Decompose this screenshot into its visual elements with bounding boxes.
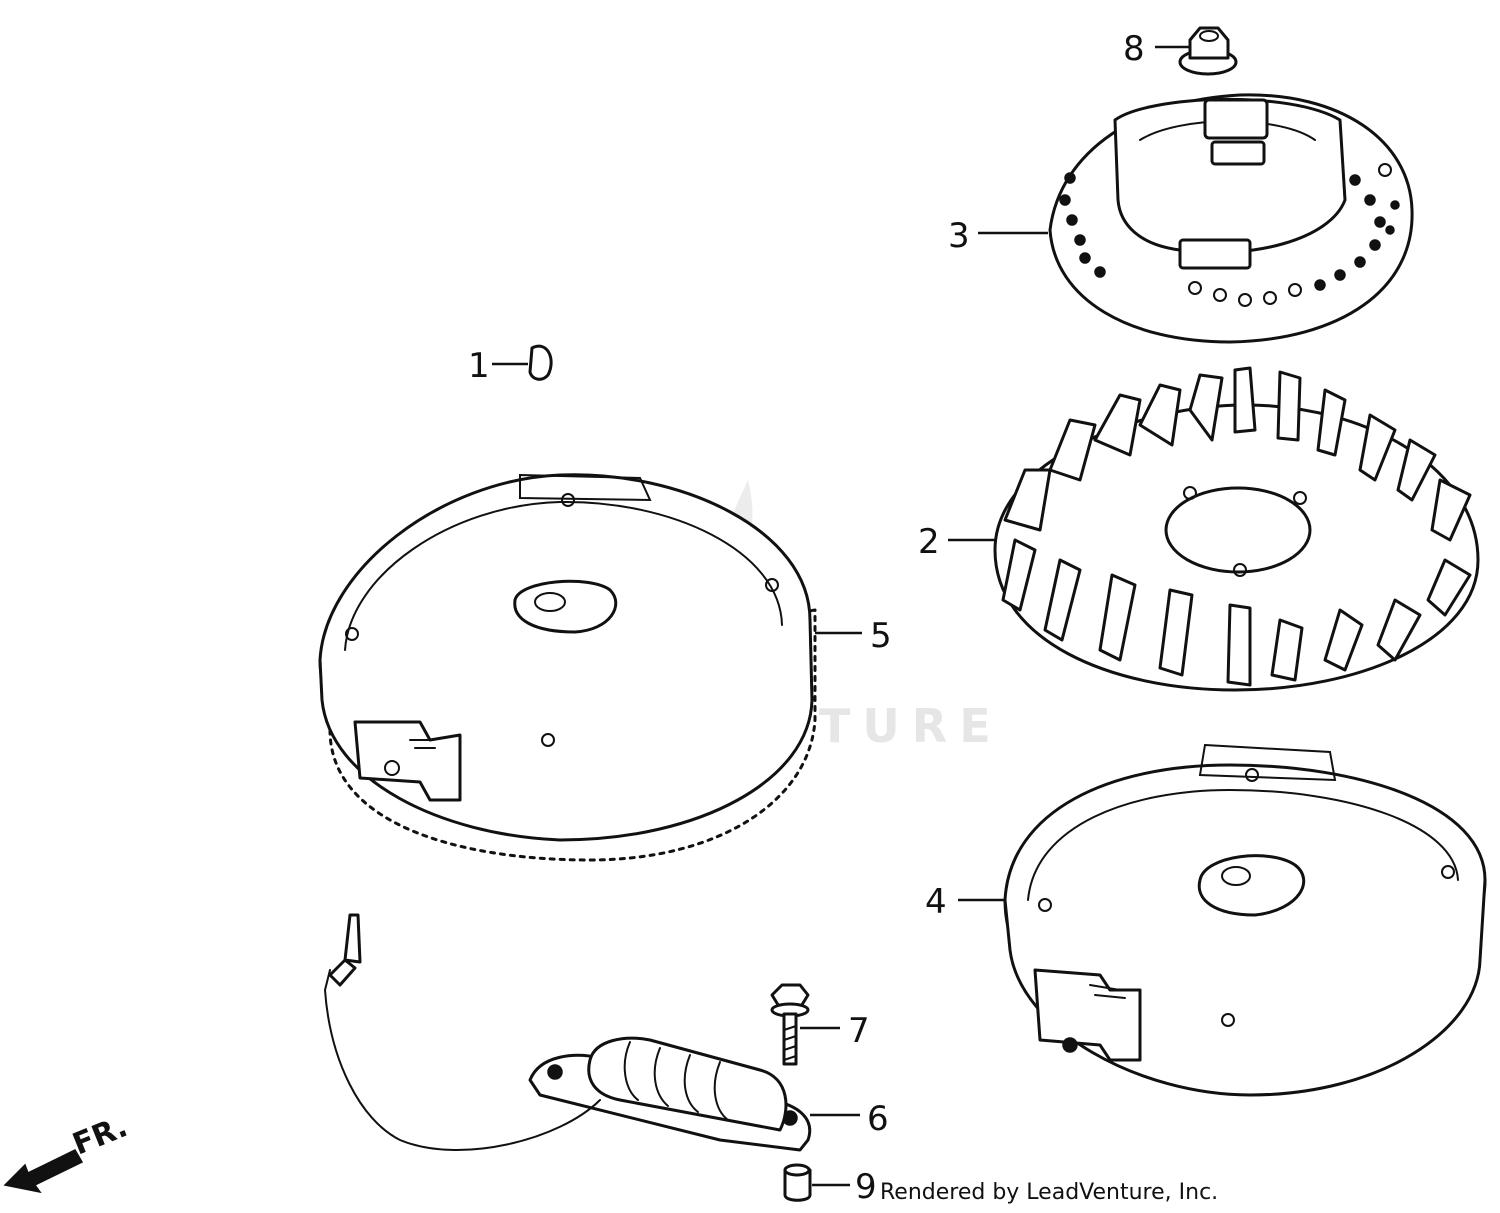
flange-bolt[interactable] (770, 983, 810, 1066)
callouts: 8 3 1 2 5 4 7 6 9 (468, 29, 1190, 1207)
woodruff-key[interactable] (528, 344, 553, 381)
flywheel[interactable] (1003, 743, 1487, 1097)
callout-3: 3 (948, 216, 970, 256)
arrow-icon (17, 1157, 61, 1179)
callout-8: 8 (1123, 29, 1145, 69)
callout-9: 9 (855, 1167, 877, 1207)
flange-nut[interactable] (1178, 26, 1238, 76)
cooling-fan[interactable] (993, 366, 1480, 692)
starter-pulley-cup[interactable] (1048, 93, 1414, 344)
callout-7: 7 (848, 1011, 870, 1051)
charge-coil[interactable] (323, 913, 812, 1152)
callout-4: 4 (925, 882, 947, 922)
sleeve-collar[interactable] (783, 1163, 812, 1202)
render-credit: Rendered by LeadVenture, Inc. (880, 1180, 1219, 1205)
callout-2: 2 (918, 522, 940, 562)
front-direction-indicator: FR. (3, 1109, 133, 1194)
flywheel-with-ring-gear[interactable] (318, 473, 817, 862)
callout-6: 6 (867, 1099, 889, 1139)
callout-1: 1 (468, 346, 490, 386)
direction-label: FR. (68, 1109, 133, 1162)
callout-5: 5 (870, 616, 892, 656)
